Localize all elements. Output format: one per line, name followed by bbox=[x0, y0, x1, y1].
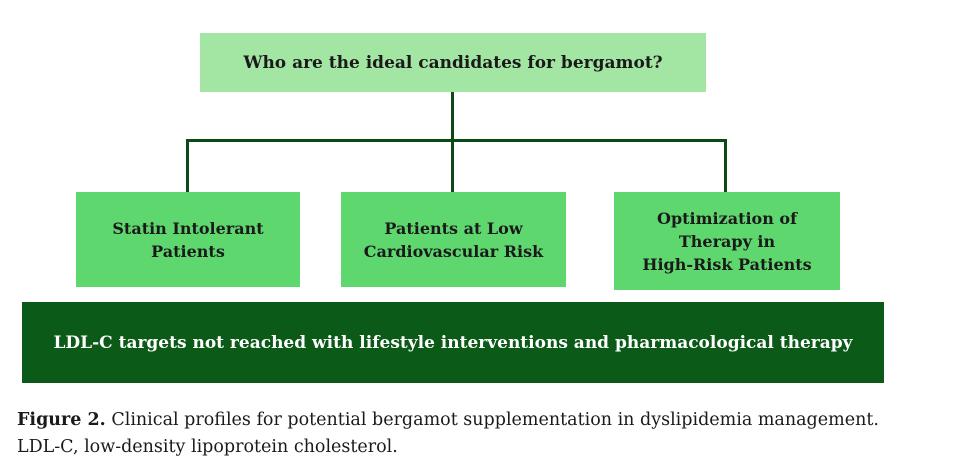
figure-caption: Figure 2. Clinical profiles for potentia… bbox=[17, 407, 957, 461]
caption-line-2: LDL-C, low-density lipoprotein cholester… bbox=[17, 437, 398, 457]
candidate-box-statin-intolerant: Statin Intolerant Patients bbox=[76, 192, 300, 287]
flow-diagram: Who are the ideal candidates for bergamo… bbox=[22, 33, 884, 383]
connector-drop-center bbox=[451, 139, 454, 192]
question-text: Who are the ideal candidates for bergamo… bbox=[243, 52, 663, 73]
candidate-box-low-risk: Patients at Low Cardiovascular Risk bbox=[341, 192, 566, 287]
connector-vertical-top bbox=[451, 92, 454, 141]
caption-text: Clinical profiles for potential bergamot… bbox=[111, 410, 879, 430]
question-box: Who are the ideal candidates for bergamo… bbox=[200, 33, 706, 92]
candidate-label: Optimization of Therapy in High-Risk Pat… bbox=[642, 208, 812, 274]
connector-horizontal bbox=[186, 139, 727, 142]
figure-label: Figure 2. bbox=[17, 410, 106, 430]
connector-drop-left bbox=[186, 139, 189, 192]
candidate-label: Patients at Low Cardiovascular Risk bbox=[363, 218, 544, 261]
candidate-label: Statin Intolerant Patients bbox=[112, 218, 264, 261]
candidate-box-high-risk: Optimization of Therapy in High-Risk Pat… bbox=[614, 192, 840, 290]
connector-drop-right bbox=[724, 139, 727, 192]
base-condition-text: LDL-C targets not reached with lifestyle… bbox=[53, 332, 853, 353]
caption-line-1: Figure 2. Clinical profiles for potentia… bbox=[17, 407, 957, 434]
base-condition-box: LDL-C targets not reached with lifestyle… bbox=[22, 302, 884, 383]
